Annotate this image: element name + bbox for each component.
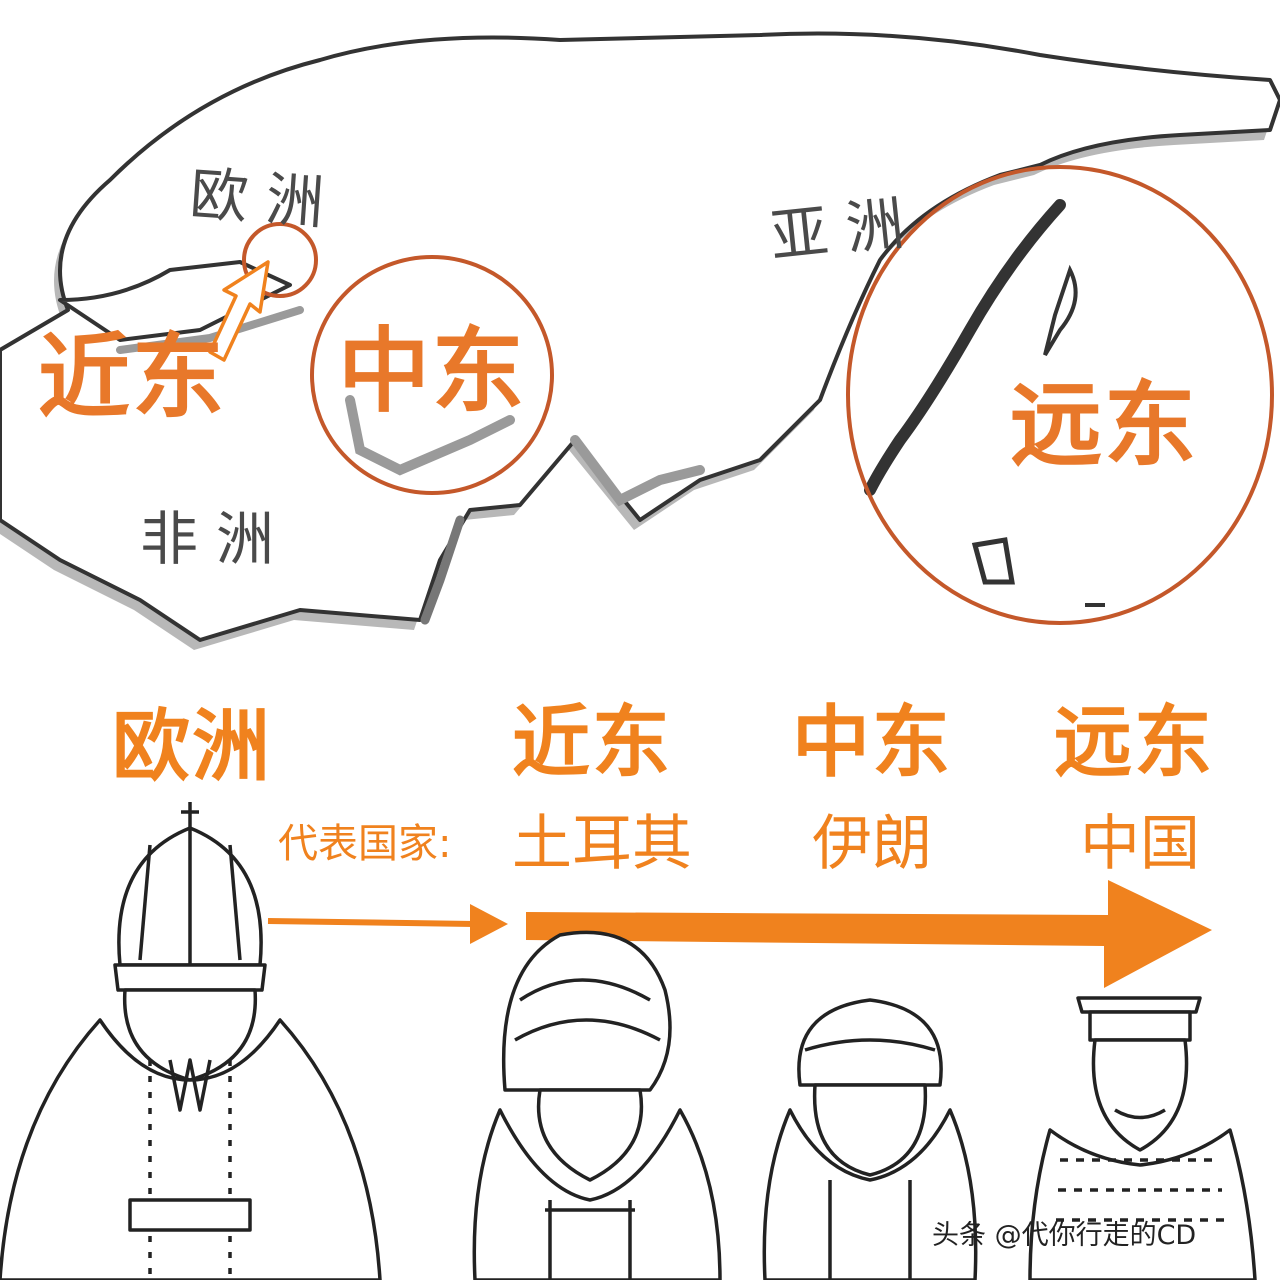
eurasia-map	[0, 31, 1280, 650]
arabia-coast	[345, 395, 515, 476]
turkish-figure	[472, 930, 722, 1280]
near-east-heading: 近东	[512, 698, 673, 788]
east-direction-arrow	[526, 880, 1212, 988]
middle-east-circle	[310, 255, 554, 495]
coast-shadow	[116, 306, 304, 354]
european-pope-figure	[0, 802, 382, 1280]
watermark: 头条 @代你行走的CD	[932, 1220, 1197, 1251]
far-east-map-label: 远东	[1010, 372, 1199, 479]
representative-country-prefix: 代表国家:	[278, 821, 452, 867]
far-east-circle	[846, 165, 1274, 625]
direction-arrows	[267, 880, 1212, 988]
near-east-pointer-arrow	[208, 260, 270, 362]
far-east-country: 中国	[1080, 809, 1200, 879]
japan-island	[1043, 264, 1078, 357]
red-sea-coast	[420, 515, 465, 625]
europe-to-near-east-line	[267, 918, 475, 927]
middle-east-heading: 中东	[792, 698, 953, 788]
africa-map-label: 非洲	[140, 505, 293, 573]
middle-east-map-label: 中东	[338, 318, 527, 425]
india-coast	[570, 435, 705, 507]
middle-east-country: 伊朗	[812, 809, 932, 879]
europe-near-east-circle	[242, 222, 318, 298]
mediterranean-coast	[58, 260, 292, 342]
small-island	[971, 537, 1015, 585]
near-east-country: 土耳其	[512, 809, 692, 879]
east-asia-coast	[864, 199, 1066, 496]
iranian-figure	[762, 998, 978, 1280]
near-east-map-label: 近东	[38, 324, 227, 431]
europe-heading: 欧洲	[112, 702, 273, 792]
landmass-outline	[0, 31, 1280, 642]
chinese-emperor-figure	[1028, 996, 1257, 1280]
europe-map-label: 欧洲	[187, 159, 345, 239]
far-east-heading: 远东	[1054, 698, 1215, 788]
europe-to-near-east-arrowhead	[470, 904, 508, 944]
asia-map-label: 亚洲	[766, 187, 926, 271]
